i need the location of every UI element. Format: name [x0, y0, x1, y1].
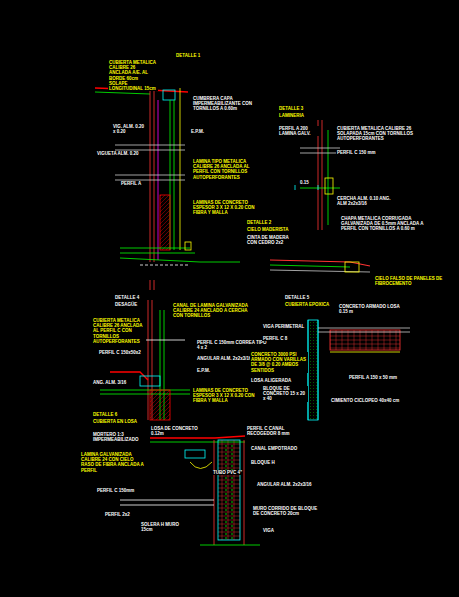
callout-label: E.P.M. [196, 368, 211, 373]
callout-label: PERFIL C 150x50x2 [98, 350, 142, 355]
callout-label: CHAPA METALICA CORRUGADA GALVANIZADA DE … [340, 216, 428, 232]
callout-label: PERFIL C 8 [262, 336, 288, 341]
callout-label: LAMINAS DE CONCRETO ESPESOR 3 X 12 X 0.2… [192, 388, 266, 404]
callout-label: ANGULAR ALM. 2x2x3/16 [256, 482, 313, 487]
callout-label: PERFIL C CANAL RECOGEDOR 8 mm [246, 426, 314, 436]
callout-label: CONCRETO ARMADO LOSA 0.15 m [338, 304, 410, 314]
callout-label: PERFIL 2x2 [104, 512, 131, 517]
callout-label: CONCRETO 3000 PSI ARMADO CON VARILLAS DE… [250, 352, 308, 373]
callout-label: MORTERO 1:3 IMPERMEABILIZADO [92, 432, 149, 442]
callout-label: ANGULAR ALM. 2x2x3/16 [196, 356, 253, 361]
callout-label: DETALLE 1 [175, 53, 201, 58]
callout-label: CUBIERTA EPOXICA [284, 302, 330, 307]
detail-1 [95, 82, 240, 290]
callout-label: 0.15 [299, 180, 310, 185]
callout-label: DETALLE 2 [246, 220, 272, 225]
callout-label: VIGUETA ALM. 0.20 [96, 151, 140, 156]
callout-label: DETALLE 4 [114, 295, 140, 300]
callout-label: DETALLE 5 [284, 295, 310, 300]
callout-label: ANG. ALM. 3/16 [92, 380, 127, 385]
detail-5 [308, 320, 410, 420]
callout-label: VIGA PERIMETRAL [262, 324, 305, 329]
callout-label: E.P.M. [190, 129, 205, 134]
callout-label: DETALLE 6 [92, 412, 118, 417]
callout-label: CUBIERTA EN LOSA [92, 419, 138, 424]
callout-label: CUBIERTA METALICA CALIBRE 26 ANCLADA AL … [92, 318, 146, 344]
callout-label: MURO CORRIDO DE BLOQUE DE CONCRETO 20cm [252, 506, 320, 516]
callout-label: CIMIENTO CICLOPEO 40x40 cm [330, 398, 400, 403]
callout-label: LAMINAS DE CONCRETO ESPESOR 3 X 12 X 0.2… [192, 200, 262, 216]
callout-label: CANAL EMPOTRADO [250, 446, 298, 451]
callout-label: TUBO PVC 4" [212, 470, 243, 475]
callout-label: LAMINA TIPO METALICA CALIBRE 26 ANCLADA … [192, 159, 264, 180]
callout-label: SOLERA H MURO 15cm [140, 522, 192, 532]
callout-label: PERFIL A [120, 181, 142, 186]
callout-label: CANAL DE LAMINA GALVANIZADA CALIBRE 24 A… [172, 303, 254, 319]
callout-label: DETALLE 3 [278, 106, 304, 111]
callout-label: LAMINA GALVANIZADA CALIBRE 24 CON CIELO … [80, 452, 148, 473]
callout-label: CIELO MADERISTA [246, 227, 289, 232]
callout-label: VIG. ALM. 0.20 x 0.20 [112, 124, 148, 134]
callout-label: CINTA DE MADERA CON CEDRO 2x2 [246, 235, 298, 245]
callout-label: VIGA [262, 528, 275, 533]
callout-label: BLOQUE DE CONCRETO 15 x 20 x 40 [262, 386, 308, 402]
callout-label: PERFIL A 150 x 50 mm [348, 375, 398, 380]
callout-label: LOSA ALIGERADA [250, 378, 292, 383]
callout-label: CUBIERTA METALICA CALIBRE 26 SOLAPADA 15… [336, 126, 416, 142]
detail-2 [270, 260, 370, 272]
callout-label: DESAGÜE [114, 302, 138, 307]
callout-label: PERFIL A 200 LAMINA GALV. [278, 126, 320, 136]
callout-label: CUBIERTA METALICA CALIBRE 26 ANCLADA A/E… [108, 60, 158, 91]
callout-label: PERFIL C 150mm CORREA TIPO 4 x 2 [196, 340, 268, 350]
callout-label: PERFIL C 150 mm [336, 150, 376, 155]
callout-label: CERCHA ALM. 0.10 ANG. ALM 2x2x3/16 [336, 196, 398, 206]
callout-label: LAMINERIA [278, 113, 305, 118]
detail-3 [295, 120, 340, 230]
callout-label: BLOQUE H [250, 460, 276, 465]
callout-label: CUMBRERA CAPA IMPERMEABILIZANTE CON TORN… [192, 96, 262, 112]
callout-label: LOSA DE CONCRETO 0.12m [150, 426, 212, 436]
callout-label: PERFIL C 150mm [96, 488, 135, 493]
callout-label: CIELO FALSO DE PANELES DE FIBROCEMENTO [374, 276, 446, 286]
